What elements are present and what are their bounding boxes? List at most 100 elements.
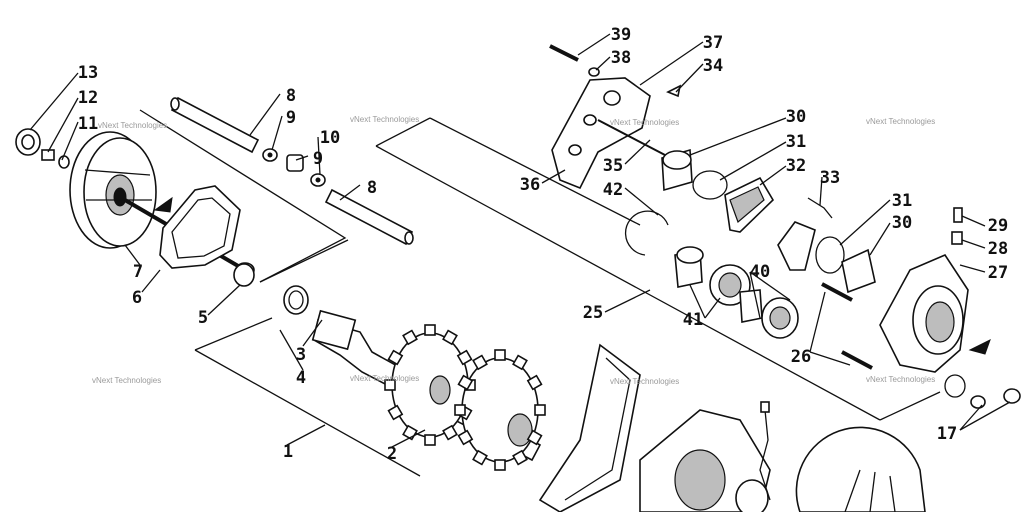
callout-6: 6 [132,288,142,308]
leader-line [809,351,851,366]
caliper-bolt [549,44,600,77]
sprocket-tooth [526,429,543,446]
leader-line [577,33,611,56]
leader-line [541,169,566,184]
sprocket-tooth [534,404,546,416]
sprocket-tooth [424,324,436,336]
sprocket-teeth [384,324,546,471]
leader-line [624,139,651,165]
watermark-text: vNext Technologies [866,375,935,384]
sprocket-tooth [526,374,543,391]
sprocket-tooth [512,449,528,466]
leader-line [124,244,141,266]
callout-31: 31 [786,132,806,152]
caliper-pin [597,84,682,156]
vent-plug-28 [951,231,963,245]
brake-pad-backing [777,221,816,271]
snap-ring-42 [624,210,669,256]
sprocket-tooth [454,404,466,416]
pulley-washers [15,128,70,169]
callout-13: 13 [78,63,98,83]
callout-17: 17 [937,424,957,444]
idler-rod-lower [324,188,414,246]
sprocket-tooth [472,354,488,371]
leader-line [819,176,823,206]
sprocket-tooth [456,349,473,366]
leader-lines [29,33,1011,449]
bearing-40 [761,297,799,339]
leader-line [719,141,787,181]
bearing-5 [233,263,255,287]
sprocket-tooth [387,349,404,366]
watermarks: vNext Technologies vNext Technologies vNex… [92,115,935,386]
leader-line [29,72,79,131]
callout-42: 42 [603,180,623,200]
leader-line [302,319,323,347]
sprocket-tooth [457,374,474,391]
leader-line [279,329,304,371]
callout-31: 31 [892,191,912,211]
leader-line [339,184,361,201]
chaincase-gasket [538,343,641,513]
callout-7: 7 [133,262,143,282]
callout-8: 8 [286,86,296,106]
callout-41: 41 [683,310,703,330]
leader-line [47,97,79,153]
leader-line [961,215,986,227]
callout-8: 8 [367,178,377,198]
leader-line [675,63,704,93]
driven-pulley-sheave [69,131,157,249]
leader-line [207,284,241,316]
callout-30: 30 [786,107,806,127]
watermark-text: vNext Technologies [610,377,679,386]
callout-11: 11 [78,114,98,134]
callout-30: 30 [892,213,912,233]
callout-9: 9 [313,149,323,169]
sprocket-tooth [442,329,458,346]
watermark-text: vNext Technologies [350,115,419,124]
drive-sprocket-1 [391,332,469,438]
leader-line [839,199,891,246]
sensor-wire [759,401,771,501]
callout-39: 39 [611,25,631,45]
leader-line [595,56,611,71]
bolts-26 [821,282,873,370]
bushing-30-lower [841,248,876,294]
watermark-text: vNext Technologies [350,374,419,383]
leader-line [959,401,1011,431]
watermark-text: vNext Technologies [610,118,679,127]
bushing-30-upper [661,148,693,192]
o-ring-31-lower [815,236,845,274]
group-outline-lines [139,109,941,477]
direction-arrows [153,196,991,355]
callout-29: 29 [988,216,1008,236]
callout-25: 25 [583,303,603,323]
callout-35: 35 [603,156,623,176]
leader-line [689,284,706,319]
watermark-text: vNext Technologies [92,376,161,385]
leader-line [809,291,826,353]
callout-40: 40 [750,262,770,282]
idler-spacers [262,148,326,187]
brake-caliper-bracket [551,77,651,190]
callout-28: 28 [988,239,1008,259]
leader-line [959,264,986,273]
leader-line [749,271,791,301]
gasket-plate [159,185,241,269]
leader-line [961,239,986,249]
spring-33 [807,197,833,219]
callout-9: 9 [286,108,296,128]
leader-line [317,136,321,176]
bearing-housing-27 [879,254,969,373]
leader-line [959,404,983,431]
leader-line [639,41,704,86]
callout-3: 3 [296,345,306,365]
callout-34: 34 [703,56,723,76]
leader-line [141,269,161,293]
leader-line [286,424,326,446]
leader-line [749,271,761,319]
grease-fitting-29 [953,207,963,223]
drive-wheel [795,426,926,513]
